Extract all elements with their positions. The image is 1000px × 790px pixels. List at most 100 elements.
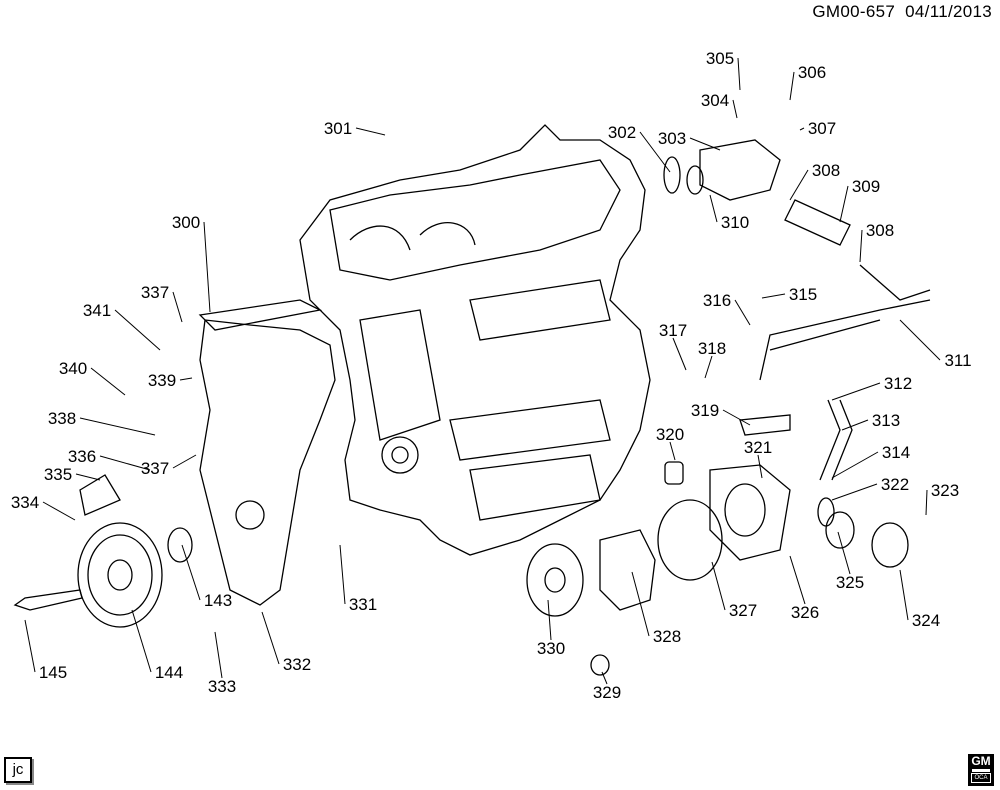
leader-line bbox=[203, 221, 211, 313]
leader-line bbox=[42, 501, 76, 521]
initials-box: jc bbox=[4, 757, 32, 783]
leader-line bbox=[925, 489, 928, 516]
leader-line bbox=[789, 169, 809, 201]
callout-331: 331 bbox=[349, 595, 377, 614]
callout-308: 308 bbox=[812, 161, 840, 180]
leader-line bbox=[689, 137, 721, 151]
leader-line bbox=[711, 561, 726, 611]
callout-306: 306 bbox=[798, 63, 826, 82]
leader-line bbox=[172, 454, 197, 469]
leader-line bbox=[355, 127, 386, 136]
thermostat-housing bbox=[664, 461, 909, 568]
leader-line bbox=[899, 569, 909, 621]
leader-line bbox=[722, 409, 751, 426]
leader-line bbox=[837, 531, 851, 575]
callout-338: 338 bbox=[48, 409, 76, 428]
callout-329: 329 bbox=[593, 683, 621, 702]
callout-340: 340 bbox=[59, 359, 87, 378]
callout-307: 307 bbox=[808, 119, 836, 138]
callout-309: 309 bbox=[852, 177, 880, 196]
callout-332: 332 bbox=[283, 655, 311, 674]
leader-line bbox=[114, 309, 161, 351]
callout-300: 300 bbox=[172, 213, 200, 232]
leader-line bbox=[709, 194, 718, 223]
callout-322: 322 bbox=[881, 475, 909, 494]
callout-334: 334 bbox=[11, 493, 39, 512]
leader-lines bbox=[24, 57, 941, 685]
leader-line bbox=[789, 71, 795, 101]
callout-labels: 305 306 304 307 301 302 303 308 309 310 308 300 337 3… bbox=[11, 49, 972, 702]
leader-line bbox=[672, 337, 687, 371]
leader-line bbox=[99, 455, 151, 471]
leader-line bbox=[732, 99, 738, 119]
leader-line bbox=[859, 229, 863, 263]
leader-line bbox=[631, 571, 650, 637]
callout-303: 303 bbox=[658, 129, 686, 148]
leader-line bbox=[831, 382, 881, 401]
callout-336: 336 bbox=[68, 447, 96, 466]
callout-319: 319 bbox=[691, 401, 719, 420]
leader-line bbox=[131, 609, 152, 673]
leader-line bbox=[899, 319, 941, 361]
leader-line bbox=[831, 451, 879, 479]
callout-316: 316 bbox=[703, 291, 731, 310]
leader-line bbox=[734, 299, 751, 326]
leader-line bbox=[261, 611, 280, 665]
engine-block bbox=[299, 124, 651, 556]
leader-line bbox=[831, 483, 878, 501]
callout-317: 317 bbox=[659, 321, 687, 340]
callout-315: 315 bbox=[789, 285, 817, 304]
callout-308: 308 bbox=[866, 221, 894, 240]
leader-line bbox=[75, 473, 101, 481]
leader-line bbox=[789, 555, 806, 605]
callout-143: 143 bbox=[204, 591, 232, 610]
callout-310: 310 bbox=[721, 213, 749, 232]
callout-324: 324 bbox=[912, 611, 940, 630]
leader-line bbox=[214, 631, 223, 679]
water-pump bbox=[526, 499, 723, 676]
leader-line bbox=[339, 544, 346, 605]
leader-line bbox=[704, 355, 713, 379]
coolant-outlet bbox=[663, 139, 931, 481]
leader-line bbox=[757, 454, 763, 479]
diagram-header: GM00-657 04/11/2013 bbox=[812, 2, 992, 22]
callout-335: 335 bbox=[44, 465, 72, 484]
leader-line bbox=[839, 185, 849, 223]
diagram-date: 04/11/2013 bbox=[905, 2, 992, 21]
callout-313: 313 bbox=[872, 411, 900, 430]
callout-333: 333 bbox=[208, 677, 236, 696]
callout-304: 304 bbox=[701, 91, 729, 110]
callout-330: 330 bbox=[537, 639, 565, 658]
callout-302: 302 bbox=[608, 123, 636, 142]
callout-320: 320 bbox=[656, 425, 684, 444]
leader-line bbox=[172, 291, 183, 323]
leader-line bbox=[79, 417, 156, 436]
leader-line bbox=[799, 127, 805, 131]
callout-145: 145 bbox=[39, 663, 67, 682]
leader-line bbox=[669, 441, 676, 461]
callout-305: 305 bbox=[706, 49, 734, 68]
callout-325: 325 bbox=[836, 573, 864, 592]
callout-328: 328 bbox=[653, 627, 681, 646]
callout-301: 301 bbox=[324, 119, 352, 138]
callout-337: 337 bbox=[141, 283, 169, 302]
diagram-code: GM00-657 bbox=[812, 2, 896, 21]
leader-line bbox=[179, 377, 193, 381]
leader-line bbox=[601, 671, 608, 685]
callout-339: 339 bbox=[148, 371, 176, 390]
front-cover bbox=[79, 299, 336, 606]
leader-line bbox=[90, 367, 126, 396]
callout-318: 318 bbox=[698, 339, 726, 358]
leader-line bbox=[181, 544, 201, 601]
leader-line bbox=[24, 619, 36, 673]
callout-312: 312 bbox=[884, 374, 912, 393]
callout-337: 337 bbox=[141, 459, 169, 478]
callout-326: 326 bbox=[791, 603, 819, 622]
callout-341: 341 bbox=[83, 301, 111, 320]
callout-321: 321 bbox=[744, 438, 772, 457]
callout-327: 327 bbox=[729, 601, 757, 620]
leader-line bbox=[737, 57, 741, 91]
leader-line bbox=[639, 131, 671, 173]
